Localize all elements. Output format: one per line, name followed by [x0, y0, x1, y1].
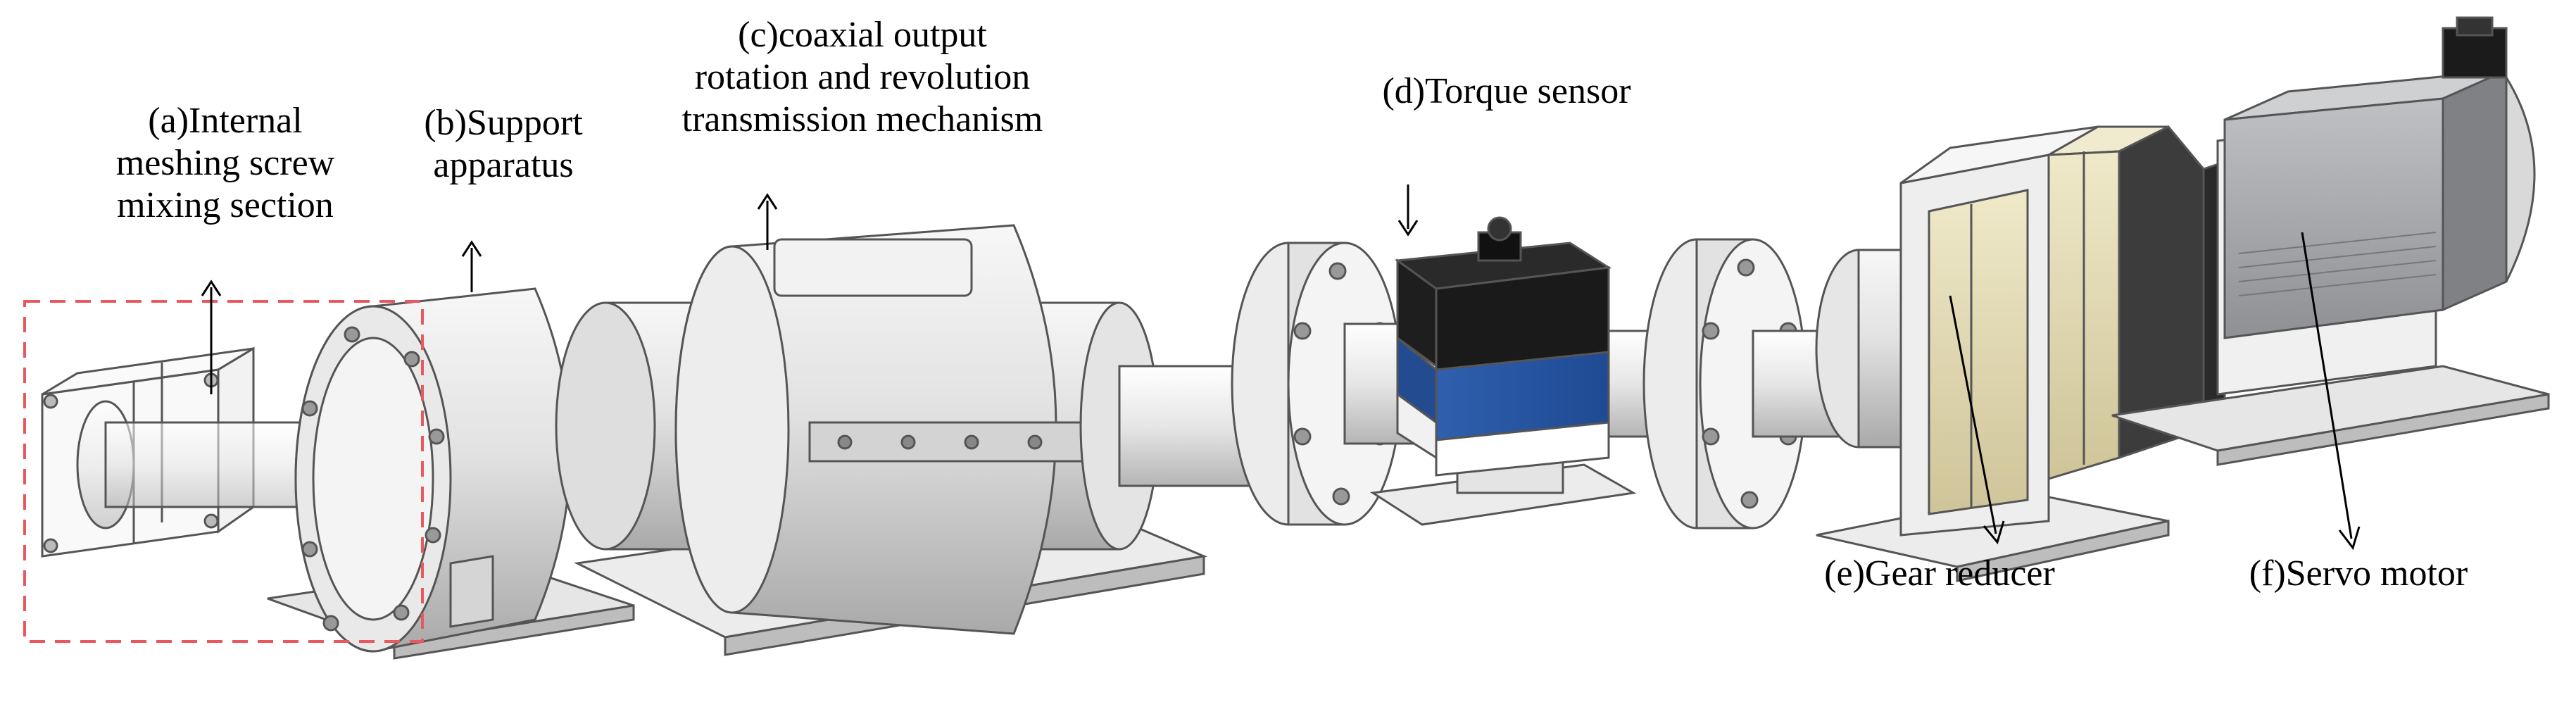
label-transmission-mechanism: (c)coaxial output rotation and revolutio… [651, 14, 1074, 141]
label-c-line-3: transmission mechanism [681, 99, 1043, 139]
highlight-box [23, 300, 424, 643]
mixing-section [41, 346, 318, 558]
label-torque-sensor: (d)Torque sensor [1309, 70, 1704, 113]
leader-arrows [201, 184, 2361, 551]
gear-reducer [1815, 125, 2226, 582]
label-c-line-1: (c)coaxial output [738, 15, 987, 55]
label-b-line-1: (b)Support [424, 103, 583, 143]
label-support-apparatus: (b)Support apparatus [387, 102, 620, 187]
label-a-line-1: (a)Internal [148, 101, 303, 141]
label-e-line-1: (e)Gear reducer [1824, 553, 2055, 594]
label-servo-motor: (f)Servo motor [2168, 553, 2549, 595]
label-f-line-1: (f)Servo motor [2249, 553, 2468, 594]
support-apparatus [267, 287, 635, 660]
label-a-line-3: mixing section [117, 185, 334, 225]
label-a-line-2: meshing screw [115, 143, 335, 183]
label-gear-reducer: (e)Gear reducer [1753, 553, 2126, 595]
coupling-flange-left [1231, 242, 1445, 526]
arrow-f [2301, 232, 2353, 539]
label-mixing-section: (a)Internal meshing screw mixing section [74, 100, 377, 227]
label-b-line-2: apparatus [433, 145, 574, 185]
arrow-e [1949, 295, 1997, 534]
label-d-line-1: (d)Torque sensor [1382, 71, 1631, 111]
torque-sensor [1369, 216, 1709, 526]
transmission-mechanism [555, 224, 1283, 656]
coupling-flange-right [1642, 238, 1860, 529]
label-c-line-2: rotation and revolution [694, 57, 1031, 97]
